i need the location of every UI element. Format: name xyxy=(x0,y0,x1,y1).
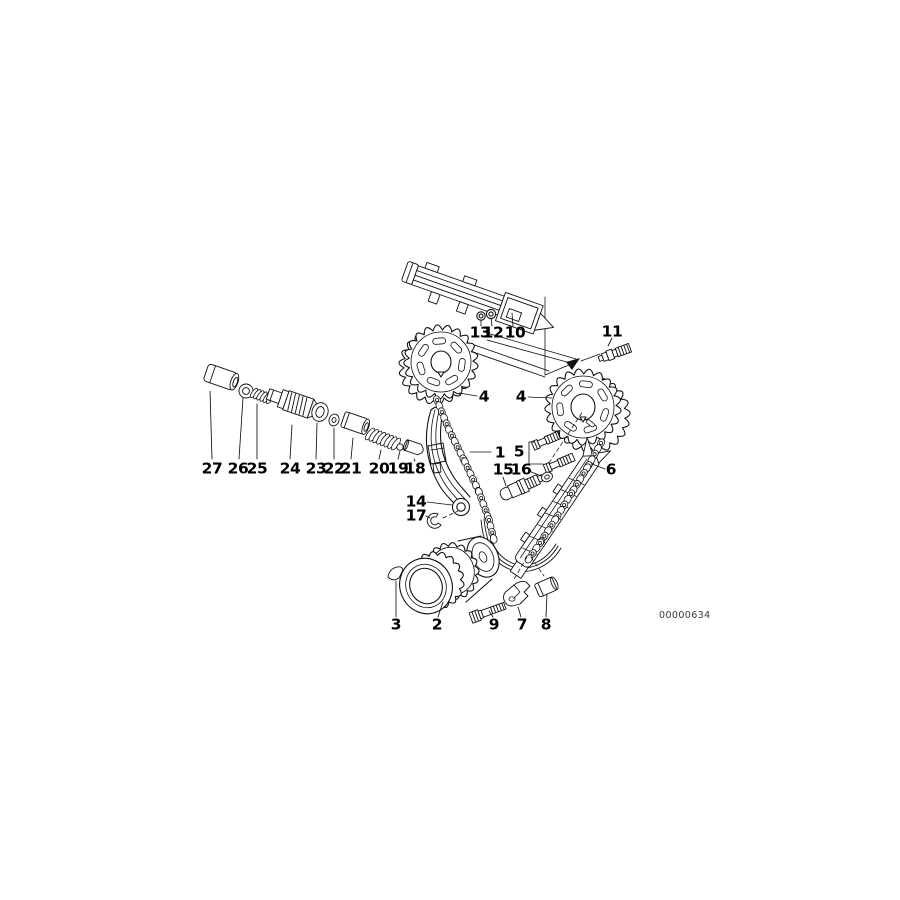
piston-21 xyxy=(340,411,370,435)
callout-13: 13 xyxy=(469,323,491,342)
callout-11: 11 xyxy=(601,322,623,341)
cam-bolt-upper xyxy=(530,430,561,451)
cam-sprocket-right xyxy=(544,368,631,454)
callout-12: 12 xyxy=(482,323,504,342)
upper-slide-rail xyxy=(401,261,555,335)
circlip xyxy=(426,512,442,529)
timing-chain-left xyxy=(433,395,498,544)
callout-25: 25 xyxy=(246,459,268,478)
callout-4-right: 4 xyxy=(478,387,490,406)
alignment-lines xyxy=(486,296,601,376)
callout-18: 18 xyxy=(404,459,426,478)
timing-chain-right xyxy=(524,438,605,564)
callout-17: 17 xyxy=(405,506,427,525)
seal-ring-16 xyxy=(541,471,553,483)
callout-4-left: 4 xyxy=(515,387,527,406)
chain-tensioner-parts xyxy=(203,363,424,456)
callout-20: 20 xyxy=(368,459,390,478)
callout-5: 5 xyxy=(513,442,525,461)
callout-1: 1 xyxy=(494,443,506,462)
callout-14: 14 xyxy=(405,492,427,511)
callout-7: 7 xyxy=(516,615,528,634)
callout-19: 19 xyxy=(387,459,409,478)
callout-26: 26 xyxy=(227,459,249,478)
washer-22 xyxy=(328,413,340,427)
callout-15: 15 xyxy=(492,460,514,479)
tensioning-rail xyxy=(425,406,471,517)
cam-bolt-lower xyxy=(542,452,576,474)
callout-9: 9 xyxy=(488,615,500,634)
rail-washers xyxy=(476,308,497,321)
crank-bolt-9 xyxy=(468,601,507,624)
leader-lines xyxy=(209,312,613,618)
callout-10: 10 xyxy=(504,323,526,342)
stud-bolt-11 xyxy=(597,343,632,362)
callout-24: 24 xyxy=(279,459,301,478)
callout-3: 3 xyxy=(390,615,402,634)
woodruff-key xyxy=(387,566,404,581)
crank-sprocket xyxy=(399,535,500,615)
callout-21: 21 xyxy=(340,459,362,478)
plunger-18 xyxy=(403,439,424,456)
plug-27 xyxy=(203,363,240,391)
callout-2: 2 xyxy=(431,615,443,634)
diagram-code: 00000634 xyxy=(659,610,711,621)
callout-16: 16 xyxy=(510,460,532,479)
callout-27: 27 xyxy=(201,459,223,478)
callout-6: 6 xyxy=(605,460,617,479)
ring-23 xyxy=(311,402,329,422)
cam-sprocket-left xyxy=(398,324,479,405)
spring-20 xyxy=(364,427,402,451)
callout-23: 23 xyxy=(305,459,327,478)
dash-lines xyxy=(442,410,584,582)
guide-bracket-7 xyxy=(503,580,531,607)
ball-19 xyxy=(396,443,404,451)
sleeve-8 xyxy=(534,576,559,598)
callout-8: 8 xyxy=(540,615,552,634)
callout-22: 22 xyxy=(323,459,345,478)
washer-26 xyxy=(238,383,254,399)
